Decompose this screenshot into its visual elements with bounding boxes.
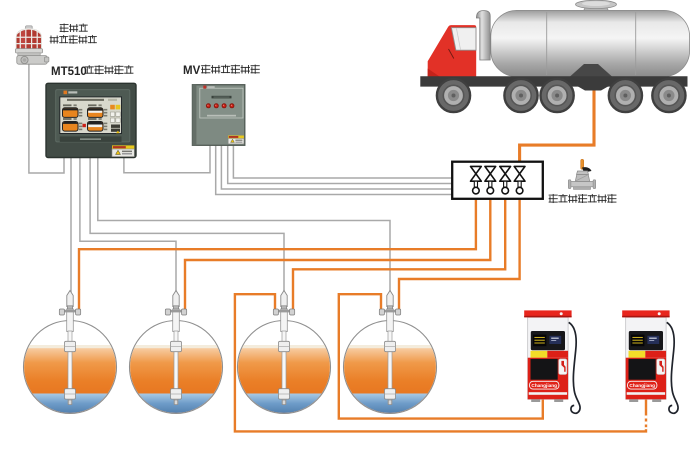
svg-text:MT510: MT510 [51, 66, 87, 78]
svg-text:MV: MV [183, 65, 201, 77]
